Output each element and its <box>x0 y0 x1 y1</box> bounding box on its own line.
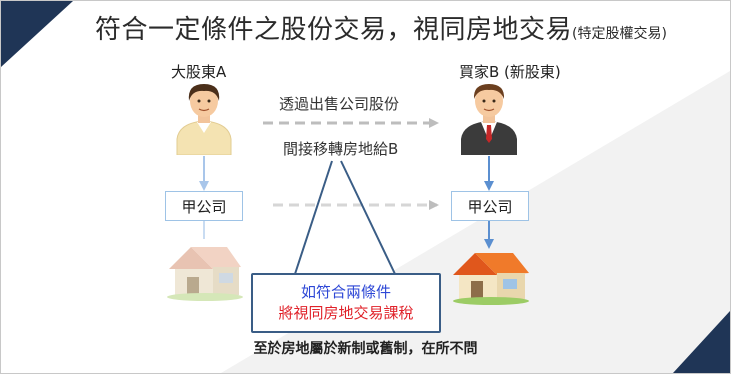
house-icon <box>167 247 243 301</box>
buyer-company-box: 甲公司 <box>451 191 529 221</box>
title-subtitle: (特定股權交易) <box>572 26 667 42</box>
corner-triangle-top-left <box>1 1 73 67</box>
footer-note: 至於房地屬於新制或舊制，在所不問 <box>253 341 478 357</box>
seller-label: 大股東A <box>171 63 227 81</box>
house-icon <box>453 253 529 305</box>
buyer-company-label: 甲公司 <box>467 197 513 216</box>
corner-triangle-bottom-right <box>673 311 730 373</box>
page-title: 符合一定條件之股份交易，視同房地交易(特定股權交易) <box>95 9 667 46</box>
person-icon <box>176 84 232 155</box>
businessman-icon <box>461 84 517 155</box>
callout-pointer-left <box>294 160 333 275</box>
tax-condition-callout: 如符合兩條件 將視同房地交易課稅 <box>251 273 441 333</box>
title-main: 符合一定條件之股份交易，視同房地交易 <box>95 15 573 45</box>
seller-company-box: 甲公司 <box>165 191 243 221</box>
callout-pointer-right <box>340 160 396 275</box>
indirect-transfer-text: 間接移轉房地給B <box>283 140 399 158</box>
callout-tax-text: 將視同房地交易課稅 <box>278 304 414 322</box>
callout-condition-text: 如符合兩條件 <box>300 283 391 301</box>
buyer-label: 買家B (新股東) <box>459 63 561 81</box>
seller-company-label: 甲公司 <box>181 197 227 216</box>
transfer-method-text: 透過出售公司股份 <box>279 95 400 113</box>
